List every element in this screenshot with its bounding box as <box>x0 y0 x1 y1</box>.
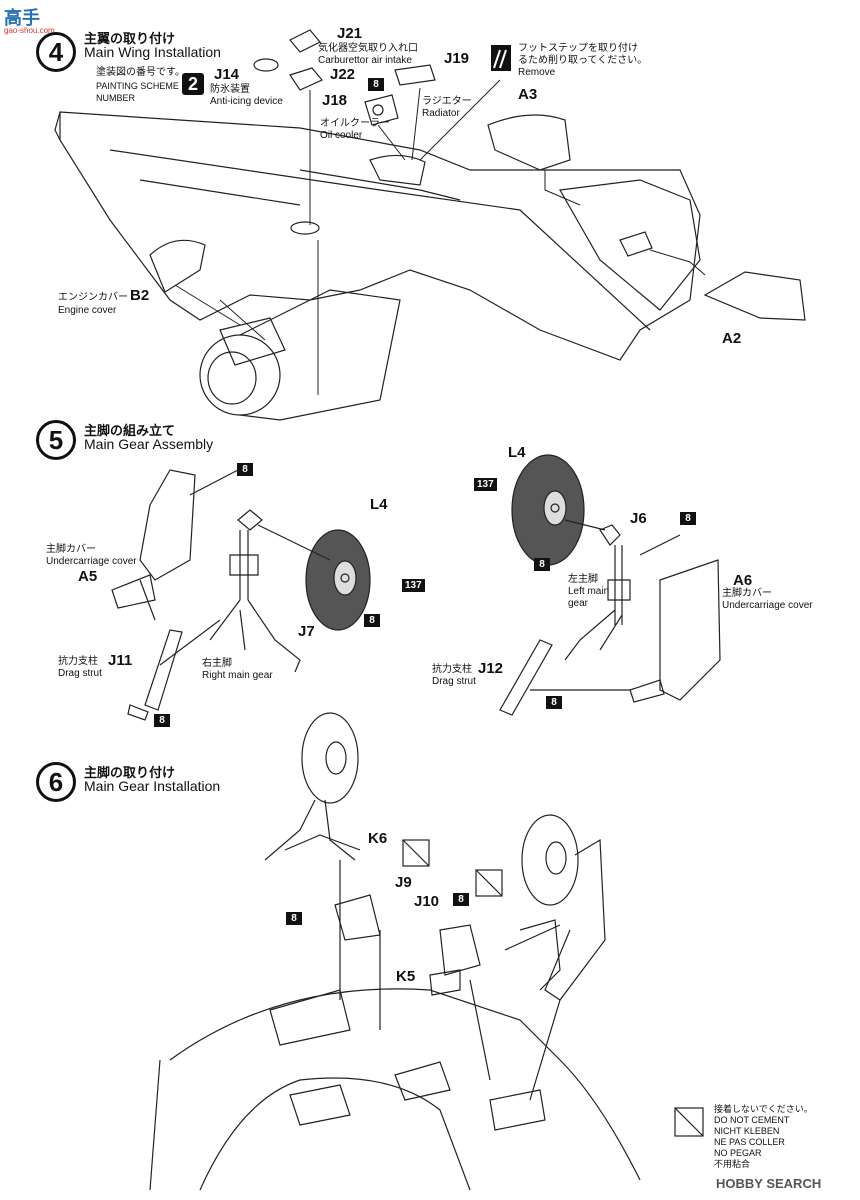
left-gear-label-en-1: Left main <box>568 586 610 597</box>
step-5-title-jp: 主脚の組み立て <box>84 423 176 438</box>
left-gear-drawing <box>499 454 721 716</box>
paint-number-8-j11: 8 <box>154 714 170 727</box>
part-j14: J14 <box>214 66 240 83</box>
a5-label-en: Undercarriage cover <box>46 556 137 567</box>
painting-scheme-en-2: NUMBER <box>96 93 136 103</box>
b2-label-jp: エンジンカバー <box>58 292 128 303</box>
left-gear-label-en-2: gear <box>568 598 589 609</box>
part-j9: J9 <box>395 874 412 891</box>
part-j7: J7 <box>298 623 315 640</box>
radiator-label-jp: ラジエター <box>422 96 472 107</box>
b2-label-en: Engine cover <box>58 305 117 316</box>
no-cement-icons <box>402 839 704 1137</box>
remove-note-en: Remove <box>518 67 556 78</box>
watermark-url: gao-shou.com <box>4 26 55 35</box>
part-b2: B2 <box>130 287 150 304</box>
a5-label-jp: 主脚カバー <box>46 544 96 555</box>
no-cement-fr: NE PAS COLLER <box>714 1137 785 1147</box>
part-a2: A2 <box>722 330 742 347</box>
step-6-title-jp: 主脚の取り付け <box>84 765 176 780</box>
paint-number-8-k6: 8 <box>286 912 302 925</box>
paint-number-137-right: 137 <box>402 579 425 592</box>
part-a5: A5 <box>78 568 98 585</box>
watermark-logo: 高手 <box>4 8 40 29</box>
step4-arrows <box>174 79 706 395</box>
no-cement-cn: 不用粘合 <box>714 1159 751 1169</box>
part-k5: K5 <box>396 968 416 985</box>
aircraft-wing-drawing <box>54 111 701 421</box>
painting-scheme-number: 2 <box>182 73 204 95</box>
step-4-number: 4 <box>36 32 76 72</box>
part-j18: J18 <box>322 92 348 109</box>
part-j22: J22 <box>330 66 356 83</box>
no-cement-legend: 接着しないでください。 DO NOT CEMENT NICHT KLEBEN N… <box>714 1104 813 1170</box>
step6-drawing <box>149 712 641 1191</box>
part-l4-left: L4 <box>508 444 526 461</box>
paint-number-8-right-wheel: 8 <box>364 614 380 627</box>
step-4-title-en: Main Wing Installation <box>84 44 221 60</box>
part-j11: J11 <box>108 652 133 669</box>
part-j21: J21 <box>337 25 363 42</box>
no-cement-jp: 接着しないでください。 <box>714 1104 813 1114</box>
right-gear-label-jp: 右主脚 <box>202 658 232 669</box>
step-5-title-en: Main Gear Assembly <box>84 436 214 452</box>
part-j6: J6 <box>630 510 647 527</box>
no-cement-en: DO NOT CEMENT <box>714 1115 790 1125</box>
j12-label-en: Drag strut <box>432 676 476 687</box>
paint-number-8-left-gear: 8 <box>680 512 696 525</box>
a6-label-en: Undercarriage cover <box>722 600 813 611</box>
paint-number-8-right-gear: 8 <box>237 463 253 476</box>
part-j19: J19 <box>444 50 470 67</box>
j14-label-en: Anti-icing device <box>210 96 283 107</box>
step-6-title-en: Main Gear Installation <box>84 778 221 794</box>
part-j10: J10 <box>414 893 440 910</box>
j21-label-en: Carburettor air intake <box>318 55 412 66</box>
part-k6: K6 <box>368 830 388 847</box>
remove-note-jp-2: るため削り取ってください。 <box>518 55 648 66</box>
step4-parts <box>149 29 806 321</box>
part-l4-right: L4 <box>370 496 388 513</box>
painting-scheme-en-1: PAINTING SCHEME <box>96 81 179 91</box>
remove-note-jp-1: フットステップを取り付け <box>518 43 638 54</box>
j11-label-jp: 抗力支柱 <box>58 656 98 667</box>
j12-label-jp: 抗力支柱 <box>432 664 472 675</box>
paint-number-8-j10: 8 <box>453 893 469 906</box>
left-gear-label-jp: 左主脚 <box>568 574 598 585</box>
paint-number-8: 8 <box>368 78 384 91</box>
paint-number-8-left-wheel: 8 <box>534 558 550 571</box>
j14-label-jp: 防氷装置 <box>210 84 250 95</box>
no-cement-es: NO PEGAR <box>714 1148 762 1158</box>
paint-number-137-left: 137 <box>474 478 497 491</box>
step-4-title-jp: 主翼の取り付け <box>84 31 176 46</box>
step-6-number: 6 <box>36 762 76 802</box>
painting-scheme-jp: 塗装図の番号です。 <box>96 67 185 78</box>
no-cement-de: NICHT KLEBEN <box>714 1126 780 1136</box>
part-a6: A6 <box>733 572 753 589</box>
bottom-watermark: HOBBY SEARCH <box>716 1176 822 1191</box>
j11-label-en: Drag strut <box>58 668 102 679</box>
part-a3: A3 <box>518 86 538 103</box>
top-watermark: 高手 gao-shou.com <box>4 4 55 35</box>
j21-label-jp: 気化器空気取り入れ口 <box>318 43 418 54</box>
radiator-label-en: Radiator <box>422 108 460 119</box>
paint-number-8-j12: 8 <box>546 696 562 709</box>
part-j12: J12 <box>478 660 504 677</box>
j18-label-jp: オイルクーラー <box>320 118 390 129</box>
step-5-number: 5 <box>36 420 76 460</box>
a6-label-jp: 主脚カバー <box>722 588 772 599</box>
j18-label-en: Oil cooler <box>320 130 363 141</box>
right-gear-label-en: Right main gear <box>202 670 273 681</box>
right-gear-drawing <box>111 469 371 721</box>
